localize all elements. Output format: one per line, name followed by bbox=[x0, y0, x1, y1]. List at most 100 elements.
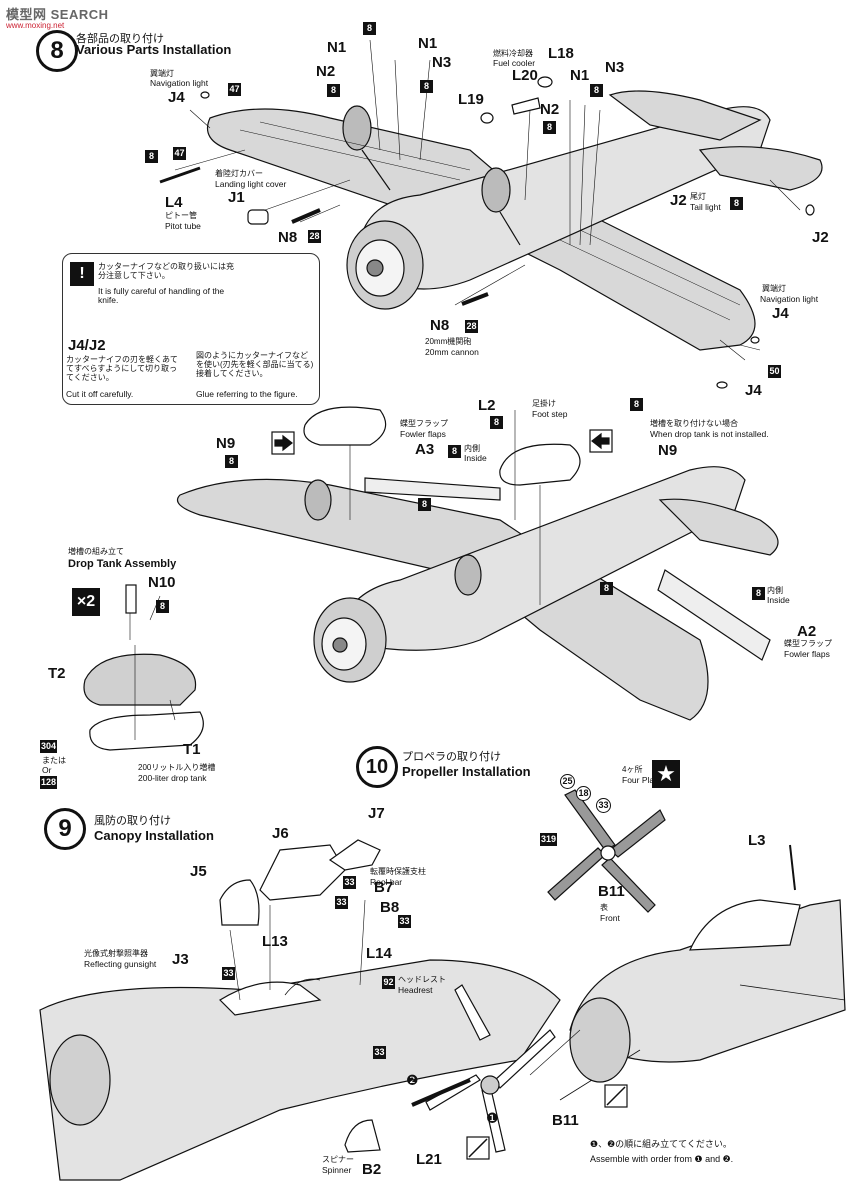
caution1-en: It is fully careful of handling of the k… bbox=[98, 286, 225, 306]
color-code-circle: 18 bbox=[576, 786, 591, 801]
note-landing-jp: 着陸灯カバー bbox=[215, 169, 263, 178]
color-code-badge: 8 bbox=[418, 498, 431, 511]
note-or-jp: または bbox=[42, 756, 66, 765]
part-label-N9: N9 bbox=[216, 435, 236, 452]
color-code-badge: 8 bbox=[363, 22, 376, 35]
note-inside2-jp: 内側 bbox=[767, 586, 783, 595]
part-label-N9: N9 bbox=[658, 442, 678, 459]
color-code-badge: 128 bbox=[40, 776, 58, 789]
color-code-badge: 28 bbox=[308, 230, 321, 243]
part-label-J4: J4 bbox=[772, 305, 789, 322]
note-landing-en: Landing light cover bbox=[215, 179, 287, 189]
part-label-J5: J5 bbox=[190, 863, 207, 880]
note-tank200-en: 200-liter drop tank bbox=[138, 773, 207, 783]
part-label-N8: N8 bbox=[430, 317, 450, 334]
watermark-url: www.moxing.net bbox=[6, 21, 65, 30]
part-label-N1: N1 bbox=[570, 67, 590, 84]
order-marker-1: ❶ bbox=[486, 1110, 499, 1126]
step10-number: 10 bbox=[356, 746, 398, 788]
step8-title-en: Various Parts Installation bbox=[76, 42, 232, 57]
color-code-badge: 8 bbox=[752, 587, 765, 600]
quantity-badge: ×2 bbox=[72, 588, 100, 616]
note-footstep-jp: 足掛け bbox=[532, 399, 556, 408]
color-code-circle: 25 bbox=[560, 774, 575, 789]
part-label-J7: J7 bbox=[368, 805, 385, 822]
part-label-B11: B11 bbox=[598, 883, 625, 900]
note-pitot-en: Pitot tube bbox=[165, 221, 201, 231]
note-or-en: Or bbox=[42, 765, 52, 775]
color-code-circle: 33 bbox=[596, 798, 611, 813]
step10-propeller-art bbox=[344, 789, 846, 1160]
color-code-badge: 47 bbox=[228, 83, 241, 96]
part-label-B7: B7 bbox=[374, 879, 394, 896]
part-label-J2: J2 bbox=[812, 229, 829, 246]
note-fowler-jp: 蝶型フラップ bbox=[400, 419, 448, 428]
note-front-en: Front bbox=[600, 913, 620, 923]
part-label-L14: L14 bbox=[366, 945, 392, 962]
part-label-N8: N8 bbox=[278, 229, 298, 246]
part-label-L3: L3 bbox=[748, 832, 766, 849]
color-code-badge: 8 bbox=[156, 600, 169, 613]
part-label-J4J2: J4/J2 bbox=[68, 337, 106, 354]
color-code-badge: 33 bbox=[222, 967, 235, 980]
step8-number: 8 bbox=[36, 30, 78, 72]
color-code-badge: 8 bbox=[590, 84, 603, 97]
star-icon: ★ bbox=[652, 760, 680, 788]
note-fuel-cooler-en: Fuel cooler bbox=[493, 58, 536, 68]
note-rollbar-jp: 転覆時保護支柱 bbox=[370, 867, 426, 876]
part-label-N1: N1 bbox=[327, 39, 347, 56]
note-gunsight-en: Reflecting gunsight bbox=[84, 959, 157, 969]
note-rollbar-en: Rool bar bbox=[370, 877, 403, 887]
note-front-jp: 表 bbox=[600, 903, 608, 912]
part-label-A3: A3 bbox=[415, 441, 435, 458]
note-tank200-jp: 200リットル入り増槽 bbox=[138, 763, 216, 772]
part-label-J2: J2 bbox=[670, 192, 687, 209]
note-cannon-jp: 20mm機関砲 bbox=[425, 337, 472, 346]
note-inside-en: Inside bbox=[464, 453, 487, 463]
note-cannon-en: 20mm cannon bbox=[425, 347, 479, 357]
part-label-L2: L2 bbox=[478, 397, 496, 414]
part-label-L20: L20 bbox=[512, 67, 538, 84]
note-order-en: Assemble with order from ❶ and ❷. bbox=[590, 1154, 734, 1164]
part-label-L4: L4 bbox=[165, 194, 183, 211]
step9-title-jp: 風防の取り付け bbox=[94, 815, 171, 827]
step-dropTank-aircraft bbox=[149, 406, 779, 721]
part-label-J4: J4 bbox=[168, 89, 185, 106]
color-code-badge: 8 bbox=[420, 80, 433, 93]
part-label-N1: N1 bbox=[418, 35, 438, 52]
note-footstep-en: Foot step bbox=[532, 409, 568, 419]
color-code-badge: 33 bbox=[398, 915, 411, 928]
part-label-N3: N3 bbox=[605, 59, 625, 76]
caution2-en: Cut it off carefully. bbox=[66, 389, 134, 399]
note-tail-en: Tail light bbox=[690, 202, 721, 212]
watermark-site: SEARCH bbox=[50, 7, 109, 22]
note-notank-jp: 増槽を取り付けない場合 bbox=[650, 419, 738, 428]
caution1-jp: カッターナイフなどの取り扱いには充分注意して下さい。 bbox=[98, 262, 234, 280]
color-code-badge: 50 bbox=[768, 365, 781, 378]
part-label-B11: B11 bbox=[552, 1112, 579, 1129]
drop-tank-assembly-art bbox=[83, 584, 204, 751]
note-nav-light2-en: Navigation light bbox=[760, 294, 819, 304]
caution-box bbox=[62, 253, 320, 405]
step10-title-jp: プロペラの取り付け bbox=[402, 751, 501, 763]
caution3-en: Glue referring to the figure. bbox=[196, 389, 298, 399]
color-code-badge: 92 bbox=[382, 976, 395, 989]
color-code-badge: 28 bbox=[465, 320, 478, 333]
note-four-en: Four Places bbox=[622, 775, 668, 785]
watermark-brand: 模型网 SEARCH bbox=[6, 7, 109, 22]
note-spinner-en: Spinner bbox=[322, 1165, 352, 1175]
color-code-badge: 319 bbox=[540, 833, 558, 846]
note-headrest-jp: ヘッドレスト bbox=[398, 975, 446, 984]
warning-icon: ! bbox=[70, 262, 94, 286]
color-code-badge: 8 bbox=[490, 416, 503, 429]
color-code-badge: 33 bbox=[373, 1046, 386, 1059]
part-label-J6: J6 bbox=[272, 825, 289, 842]
note-fowler2-jp: 蝶型フラップ bbox=[784, 639, 832, 648]
part-label-L21: L21 bbox=[416, 1151, 442, 1168]
note-notank-en: When drop tank is not installed. bbox=[650, 429, 769, 439]
color-code-badge: 8 bbox=[327, 84, 340, 97]
drop-tank-title-jp: 増槽の組み立て bbox=[68, 547, 124, 556]
part-label-T1: T1 bbox=[183, 741, 201, 758]
color-code-badge: 8 bbox=[145, 150, 158, 163]
